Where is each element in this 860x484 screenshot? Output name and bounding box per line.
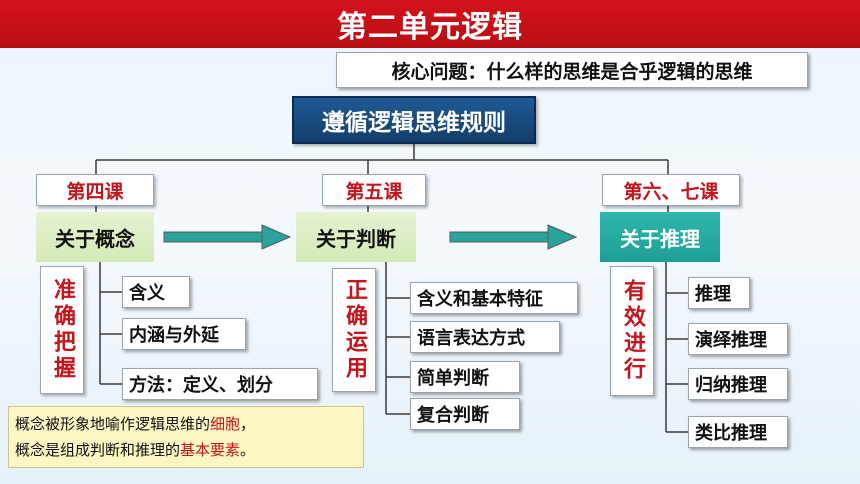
lesson-6-7-label: 第六、七课 [602, 174, 740, 206]
arrow-judgment-to-inference [449, 224, 578, 250]
judgment-item-compound: 复合判断 [410, 398, 520, 430]
lesson-5-label: 第五课 [322, 174, 426, 206]
inference-item-deductive: 演绎推理 [688, 323, 788, 355]
method-label-correct-use: 正确运用 [332, 268, 376, 392]
note-line1-suffix: ， [240, 415, 256, 433]
note-line2-prefix: 概念是组成判断和推理的 [15, 441, 181, 459]
note-line-1: 概念被形象地喻作逻辑思维的细胞， [15, 411, 357, 437]
judgment-item-meaning-features: 含义和基本特征 [410, 282, 578, 314]
topic-concept: 关于概念 [36, 212, 154, 262]
lesson-4-label: 第四课 [36, 174, 154, 206]
inference-item-inference: 推理 [688, 277, 750, 309]
note-line1-highlight: 细胞 [210, 415, 241, 433]
core-question: 核心问题：什么样的思维是合乎逻辑的思维 [336, 52, 808, 88]
note-line2-suffix: 。 [240, 441, 256, 459]
topic-judgment: 关于判断 [296, 212, 416, 262]
concept-item-methods: 方法：定义、划分 [122, 368, 318, 400]
note-line1-prefix: 概念被形象地喻作逻辑思维的 [15, 415, 211, 433]
concept-note: 概念被形象地喻作逻辑思维的细胞， 概念是组成判断和推理的基本要素。 [8, 406, 364, 468]
inference-item-inductive: 归纳推理 [688, 368, 788, 400]
topic-inference: 关于推理 [600, 212, 720, 262]
inference-item-analogical: 类比推理 [688, 416, 788, 448]
concept-item-connotation-extension: 内涵与外延 [122, 318, 246, 350]
method-label-effective-conduct: 有效进行 [610, 266, 654, 396]
note-line2-highlight: 基本要素 [180, 441, 241, 459]
judgment-item-simple: 简单判断 [410, 361, 520, 393]
method-label-accurate-grasp: 准确把握 [40, 266, 84, 394]
note-line-2: 概念是组成判断和推理的基本要素。 [15, 437, 357, 463]
concept-item-meaning: 含义 [122, 276, 190, 308]
arrow-concept-to-judgment [163, 224, 292, 250]
main-rule-box: 遵循逻辑思维规则 [292, 96, 536, 144]
page-title: 第二单元逻辑 [0, 0, 860, 48]
judgment-item-expression: 语言表达方式 [410, 321, 560, 353]
